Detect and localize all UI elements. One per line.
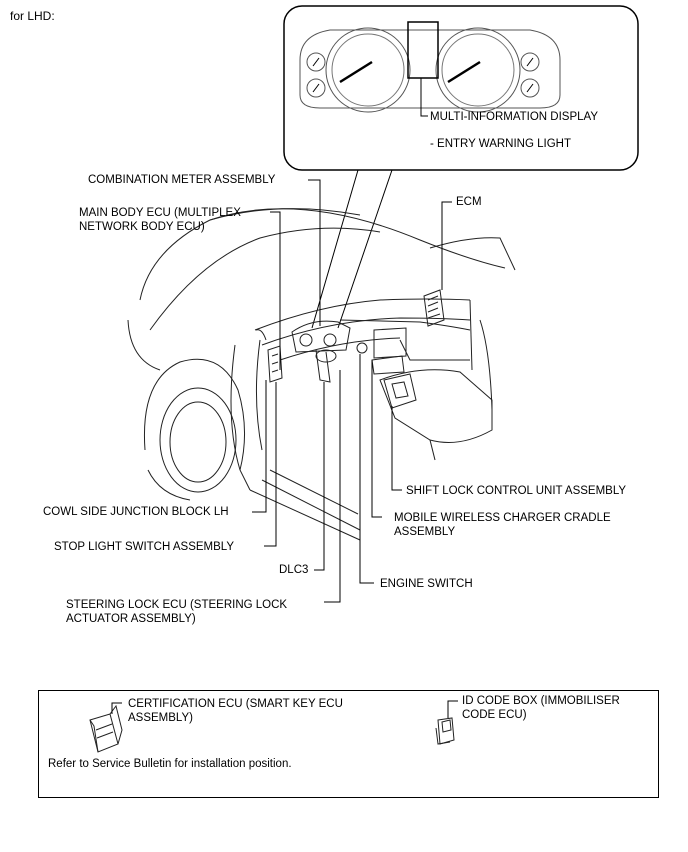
steering-lock-leader [324, 370, 341, 603]
id-code-box-icon [435, 717, 455, 745]
note-box [38, 690, 659, 798]
refer-text: Refer to Service Bulletin for installati… [48, 758, 292, 770]
engine-switch-leader [359, 354, 374, 584]
combination-meter-leader [308, 179, 321, 326]
main-body-ecu-label: MAIN BODY ECU (MULTIPLEX NETWORK BODY EC… [79, 207, 241, 233]
display-leader [420, 78, 428, 117]
shift-lock-leader [391, 406, 402, 491]
certification-ecu-label: CERTIFICATION ECU (SMART KEY ECU ASSEMBL… [128, 698, 343, 724]
steering-lock-label: STEERING LOCK ECU (STEERING LOCK ACTUATO… [66, 599, 288, 625]
vehicle-interior-sketch [127, 208, 516, 541]
header-label: for LHD: [10, 9, 55, 23]
main-body-ecu-leader [270, 211, 281, 370]
multi-information-display-box [407, 21, 439, 79]
shift-lock-label: SHIFT LOCK CONTROL UNIT ASSEMBLY [406, 485, 627, 497]
stop-light-leader [264, 382, 277, 547]
cowl-junction-leader [252, 380, 267, 513]
ecm-label: ECM [456, 196, 482, 208]
entry-warning-light-label: - ENTRY WARNING LIGHT [430, 138, 571, 150]
certification-ecu-icon [89, 704, 123, 753]
multi-information-display-label: MULTI-INFORMATION DISPLAY [430, 111, 599, 123]
certification-ecu-leader [111, 702, 122, 714]
dlc3-leader [314, 382, 325, 571]
ecm-leader [441, 201, 452, 290]
callout-box [283, 5, 639, 171]
engine-switch-label: ENGINE SWITCH [380, 578, 473, 590]
id-code-box-leader [447, 700, 458, 718]
combination-meter-cluster-icon [299, 27, 561, 113]
stop-light-label: STOP LIGHT SWITCH ASSEMBLY [54, 541, 235, 553]
dlc3-label: DLC3 [279, 564, 309, 576]
combination-meter-label: COMBINATION METER ASSEMBLY [88, 174, 276, 186]
wireless-charger-label: MOBILE WIRELESS CHARGER CRADLE ASSEMBLY [394, 512, 611, 538]
id-code-box-label: ID CODE BOX (IMMOBILISER CODE ECU) [462, 695, 620, 721]
wireless-charger-leader [371, 360, 382, 518]
cowl-junction-label: COWL SIDE JUNCTION BLOCK LH [43, 506, 229, 518]
